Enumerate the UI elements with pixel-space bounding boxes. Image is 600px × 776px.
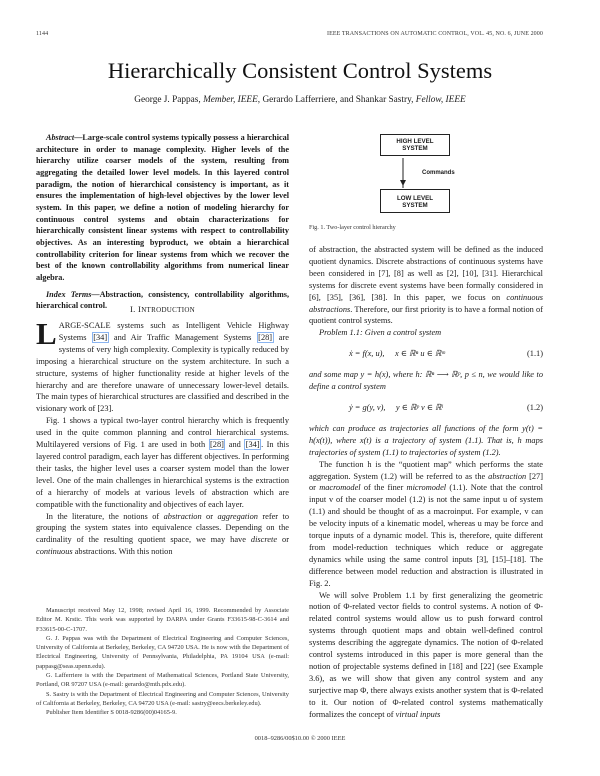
text-run: which can produce as trajectories all fu… [309, 423, 543, 457]
text-run: Fig. 1 shows a typical two-layer control… [36, 416, 289, 450]
text-run: or [201, 511, 218, 521]
text-run: Member, IEEE [203, 95, 258, 105]
section-heading: I. INTRODUCTION [36, 304, 289, 314]
text-run: . Therefore, our first priority is to ha… [309, 304, 543, 326]
text-run: Fellow, IEEE [415, 95, 466, 105]
body-paragraph: The function h is the “quotient map” whi… [309, 459, 543, 590]
figure-caption: Fig. 1. Two-layer control hierarchy [309, 224, 396, 231]
text-run: abstraction [488, 471, 527, 481]
text-run: We will solve Problem 1.1 by first gener… [309, 590, 543, 719]
text-run: —Abstraction, consistency, controllabili… [36, 289, 290, 311]
paper-title: Hierarchically Consistent Control System… [107, 58, 493, 83]
citation-link[interactable]: [34] [91, 331, 109, 343]
section-name: NTRODUCTION [141, 306, 196, 314]
equation-1-1: ẋ = f(x, u), x ∈ ℝⁿ u ∈ ℝᵐ (1.1) [349, 349, 543, 359]
text-run: and [225, 440, 245, 450]
text-run: aggregation [217, 511, 258, 521]
intro-paragraph: Fig. 1 shows a typical two-layer control… [36, 415, 289, 510]
text-run: —Large-scale control systems typically p… [36, 133, 289, 282]
text-run: abstractions. With this notion [72, 547, 173, 557]
arrow-icon [400, 158, 406, 188]
running-header: IEEE TRANSACTIONS ON AUTOMATIC CONTROL, … [326, 31, 543, 37]
text-run: [27] or [309, 471, 543, 493]
equation-number: (1.1) [527, 349, 543, 359]
text-run: The function h is the “quotient map” whi… [309, 459, 543, 481]
page-number: 1144 [36, 31, 49, 37]
footnote: G. J. Pappas was with the Department of … [36, 634, 289, 670]
abstract-text: Abstract—Large-scale control systems typ… [36, 132, 289, 284]
text-run: abstraction [163, 511, 202, 521]
text-run: of the finer [360, 483, 407, 493]
right-column: of abstraction, the abstracted system wi… [309, 244, 543, 721]
text-run: Problem 1.1: Given a control system [319, 328, 442, 338]
text-run: George J. Pappas, [134, 95, 204, 105]
text-run: continuous abstractions [309, 292, 543, 314]
text-run: and some map y = h(x), where h: ℝⁿ ⟶ ℝᵖ,… [309, 370, 543, 392]
equation-1-2: ẏ = g(y, v), y ∈ ℝᵖ v ∈ ℝˡ (1.2) [349, 402, 543, 412]
text-run: virtual inputs [395, 709, 441, 719]
commands-label: Commands [422, 170, 455, 176]
text-run: refer to grouping the system states into… [36, 511, 290, 545]
body-paragraph: and some map y = h(x), where h: ℝⁿ ⟶ ℝᵖ,… [309, 369, 543, 393]
body-paragraph: which can produce as trajectories all fu… [309, 423, 543, 459]
index-terms: Index Terms—Abstraction, consistency, co… [36, 289, 289, 312]
text-run: discrete [250, 535, 278, 545]
footnotes: Manuscript received May 12, 1998; revise… [36, 606, 289, 718]
footnote: Manuscript received May 12, 1998; revise… [36, 607, 289, 633]
text-run: In the literature, the notions of [46, 511, 164, 521]
text-run: ARGE-SCALE systems such as Intelligent V… [58, 321, 289, 342]
body-paragraph: We will solve Problem 1.1 by first gener… [309, 590, 543, 721]
text-run: Index Terms [46, 289, 92, 299]
text-run: . In this layered control paradigm, each… [36, 440, 289, 509]
text-run: macromodel [319, 483, 361, 493]
text-run: are systems of very high complexity. Com… [36, 332, 289, 414]
copyright-footer: 0018–9286/00$10.00 © 2000 IEEE [254, 735, 346, 742]
drop-cap: L [36, 316, 57, 351]
text-run: , Gerardo Lafferriere, and Shankar Sastr… [257, 95, 416, 105]
citation-link[interactable]: [28] [256, 331, 274, 343]
text-run: (1.1). Note that the control input v of … [309, 483, 544, 588]
footnote: S. Sastry is with the Department of Elec… [36, 690, 289, 707]
text-run: Abstract [46, 133, 75, 142]
footnote: G. Lafferriere is with the Department of… [36, 672, 289, 689]
text-run: and Air Traffic Management Systems [108, 332, 257, 342]
authors: George J. Pappas, Member, IEEE, Gerardo … [0, 95, 600, 105]
intro-paragraph: In the literature, the notions of abstra… [36, 511, 289, 559]
text-run: or [277, 535, 289, 545]
footnote: Publisher Item Identifier S 0018-9286(00… [46, 709, 177, 717]
text-run: continuous [36, 547, 73, 557]
citation-link[interactable]: [34] [244, 439, 262, 451]
body-paragraph: of abstraction, the abstracted system wi… [309, 244, 543, 327]
text-run: of abstraction, the abstracted system wi… [309, 245, 543, 302]
citation-link[interactable]: [28] [208, 439, 226, 451]
problem-statement: Problem 1.1: Given a control system [309, 327, 543, 339]
equation-number: (1.2) [527, 402, 543, 412]
section-number: I. I [129, 304, 142, 314]
abstract: Abstract—Large-scale control systems typ… [36, 132, 289, 317]
text-run: micromodel [406, 483, 447, 493]
